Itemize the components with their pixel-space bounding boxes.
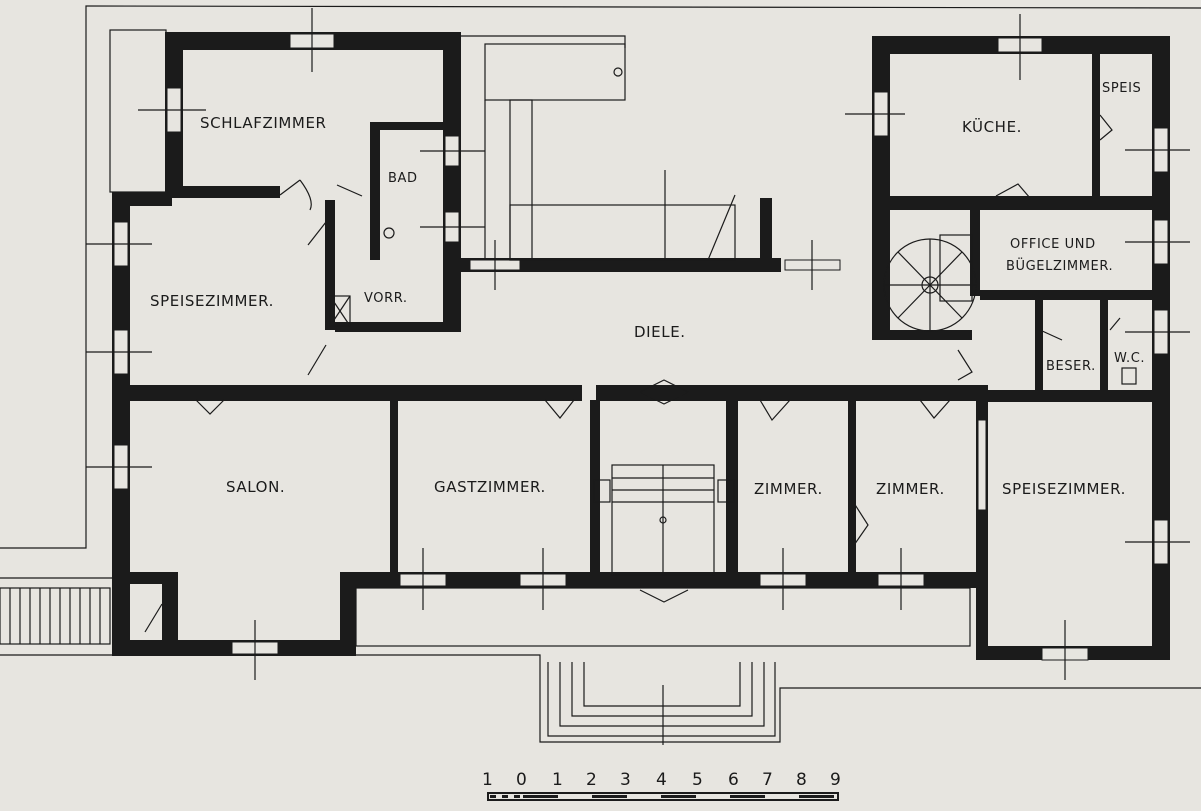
fixtures [329, 227, 1137, 385]
scale-label-5: 5 [692, 770, 703, 790]
scale-label-2: 2 [586, 770, 597, 790]
room-label-speisezimmer-left: SPEISEZIMMER. [150, 292, 274, 310]
scale-label-m1: 1 [482, 770, 493, 790]
scale-label-7: 7 [762, 770, 773, 790]
room-label-speis: SPEIS [1102, 81, 1141, 96]
room-label-gastzimmer: GASTZIMMER. [434, 478, 546, 496]
scale-label-8: 8 [796, 770, 807, 790]
scale-label-1: 1 [552, 770, 563, 790]
scale-label-6: 6 [728, 770, 739, 790]
room-label-vorr: VORR. [364, 291, 408, 306]
room-label-wc: W.C. [1114, 351, 1145, 366]
scale-label-0: 0 [516, 770, 527, 790]
side-stair [0, 587, 111, 645]
room-label-zimmer-2: ZIMMER. [876, 480, 945, 498]
room-label-kueche: KÜCHE. [962, 117, 1022, 136]
scale-label-9: 9 [830, 770, 841, 790]
room-label-diele: DIELE. [634, 323, 686, 341]
room-label-buegelzimmer: BÜGELZIMMER. [1006, 257, 1113, 274]
spiral-staircase [883, 234, 977, 332]
door-swings [144, 114, 1121, 633]
main-staircase [484, 43, 736, 261]
central-stair [593, 464, 735, 576]
room-label-bad: BAD [388, 171, 418, 186]
room-label-salon: SALON. [226, 478, 285, 496]
room-label-schlafzimmer: SCHLAFZIMMER [200, 114, 327, 132]
entrance-steps [355, 587, 971, 745]
room-label-zimmer-1: ZIMMER. [754, 480, 823, 498]
scale-label-3: 3 [620, 770, 631, 790]
scale-bar: 1 0 1 2 3 4 5 6 7 8 9 [482, 770, 841, 801]
room-label-office: OFFICE UND [1010, 237, 1096, 252]
room-label-beser: BESER. [1046, 359, 1096, 374]
window-ticks [86, 8, 1190, 680]
room-label-speisezimmer-right: SPEISEZIMMER. [1002, 480, 1126, 498]
scale-label-4: 4 [656, 770, 667, 790]
